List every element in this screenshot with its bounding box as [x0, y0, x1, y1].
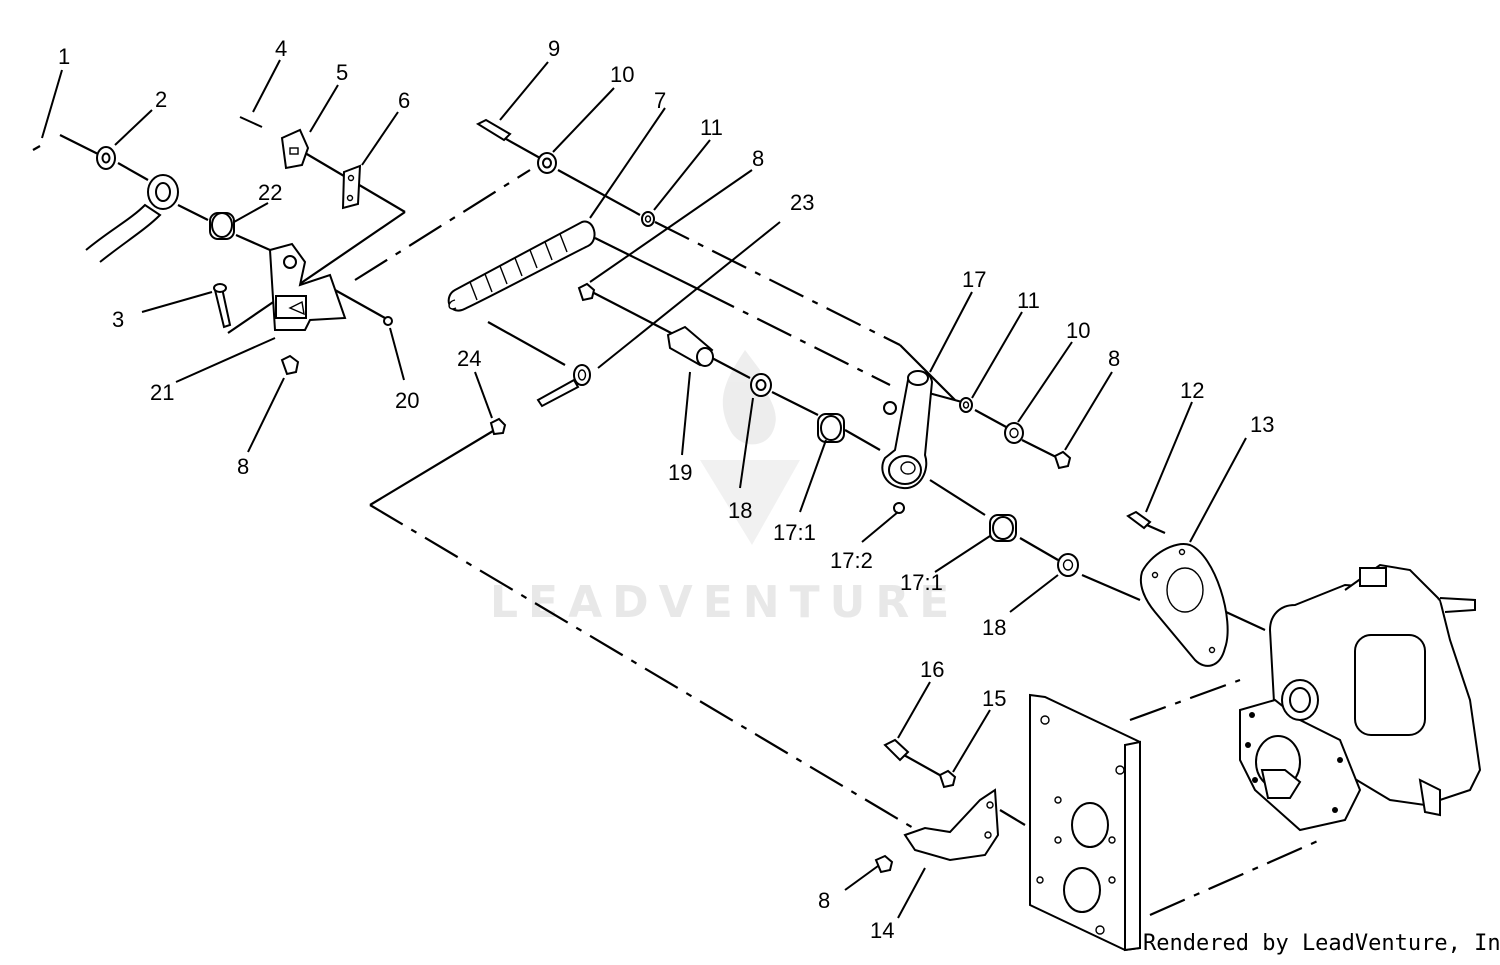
callout-4: 4 — [275, 36, 287, 61]
callout-10-a: 10 — [610, 62, 634, 87]
callout-16: 16 — [920, 657, 944, 682]
part-14-bracket — [903, 788, 1000, 862]
part-20-nut — [383, 316, 393, 326]
callout-22: 22 — [258, 180, 282, 205]
leadventure-watermark: LEADVENTURE — [490, 350, 959, 628]
part-8-nut-d — [874, 854, 894, 874]
callout-15: 15 — [982, 686, 1006, 711]
callout-24: 24 — [457, 346, 481, 371]
watermark-text: LEADVENTURE — [490, 577, 959, 628]
callout-9: 9 — [548, 36, 560, 61]
callout-17-1-a: 17:1 — [773, 520, 816, 545]
callout-7: 7 — [654, 88, 666, 113]
callout-23: 23 — [790, 190, 814, 215]
callout-2: 2 — [155, 87, 167, 112]
callout-18-b: 18 — [982, 615, 1006, 640]
part-10-washer-b — [1004, 422, 1024, 444]
part-7-spring — [447, 220, 596, 312]
part-4-bolt — [239, 116, 263, 128]
callout-6: 6 — [398, 88, 410, 113]
leader-lines — [41, 59, 1247, 919]
part-8-nut-a — [280, 354, 300, 376]
render-credit: Rendered by LeadVenture, Inc. — [1143, 931, 1500, 956]
part-23-eye-rod — [536, 364, 591, 408]
part-6-plate — [341, 164, 362, 210]
callout-17: 17 — [962, 267, 986, 292]
part-8-nut-c — [1053, 450, 1072, 470]
mounting-plate — [1029, 693, 1141, 952]
part-12-screw — [1126, 510, 1152, 530]
part-2-washer — [96, 146, 116, 170]
callout-5: 5 — [336, 60, 348, 85]
part-19-spacer — [666, 325, 714, 367]
callout-8-b: 8 — [752, 146, 764, 171]
hydraulic-pump — [1239, 563, 1482, 832]
callout-12: 12 — [1180, 378, 1204, 403]
callout-8-d: 8 — [818, 888, 830, 913]
callout-21: 21 — [150, 380, 174, 405]
callout-11-b: 11 — [1017, 288, 1040, 313]
part-1-pin — [32, 145, 41, 151]
parts — [32, 116, 1482, 952]
callout-1: 1 — [58, 44, 70, 69]
part-15-nut — [938, 769, 957, 789]
lever-arm — [85, 174, 179, 263]
assembly-lines — [59, 129, 1321, 917]
part-5-block — [280, 128, 310, 170]
callout-8-a: 8 — [237, 454, 249, 479]
part-22-bushing — [209, 212, 235, 240]
callout-8-c: 8 — [1108, 346, 1120, 371]
callout-14: 14 — [870, 918, 894, 943]
part-17-arm — [881, 370, 934, 490]
callout-11-a: 11 — [700, 115, 723, 140]
part-11-nut-b — [959, 397, 973, 413]
part-8-nut-b — [577, 282, 596, 302]
part-3-clevis-pin — [213, 283, 232, 329]
part-17-1-bushing-a — [817, 413, 845, 443]
callout-3: 3 — [112, 307, 124, 332]
callout-10-b: 10 — [1066, 318, 1090, 343]
part-17-1-bushing-b — [989, 514, 1017, 542]
part-18-washer-b — [1057, 553, 1079, 577]
part-16-bolt — [883, 738, 910, 762]
part-17-2-fitting — [893, 502, 905, 514]
callouts: 1 2 3 4 5 6 7 22 21 8 20 9 10 11 8 23 24… — [58, 36, 1274, 943]
part-9-bolt — [475, 118, 512, 142]
part-13-gasket — [1139, 543, 1229, 667]
callout-20: 20 — [395, 388, 419, 413]
callout-19: 19 — [668, 460, 692, 485]
callout-17-1-b: 17:1 — [900, 570, 943, 595]
part-10-washer-a — [537, 152, 557, 174]
part-11-nut-a — [641, 211, 655, 227]
callout-17-2: 17:2 — [830, 548, 873, 573]
part-18-washer-a — [750, 373, 772, 397]
callout-13: 13 — [1250, 412, 1274, 437]
part-21-bracket — [268, 242, 347, 331]
part-24-nut — [489, 417, 507, 436]
callout-18-a: 18 — [728, 498, 752, 523]
